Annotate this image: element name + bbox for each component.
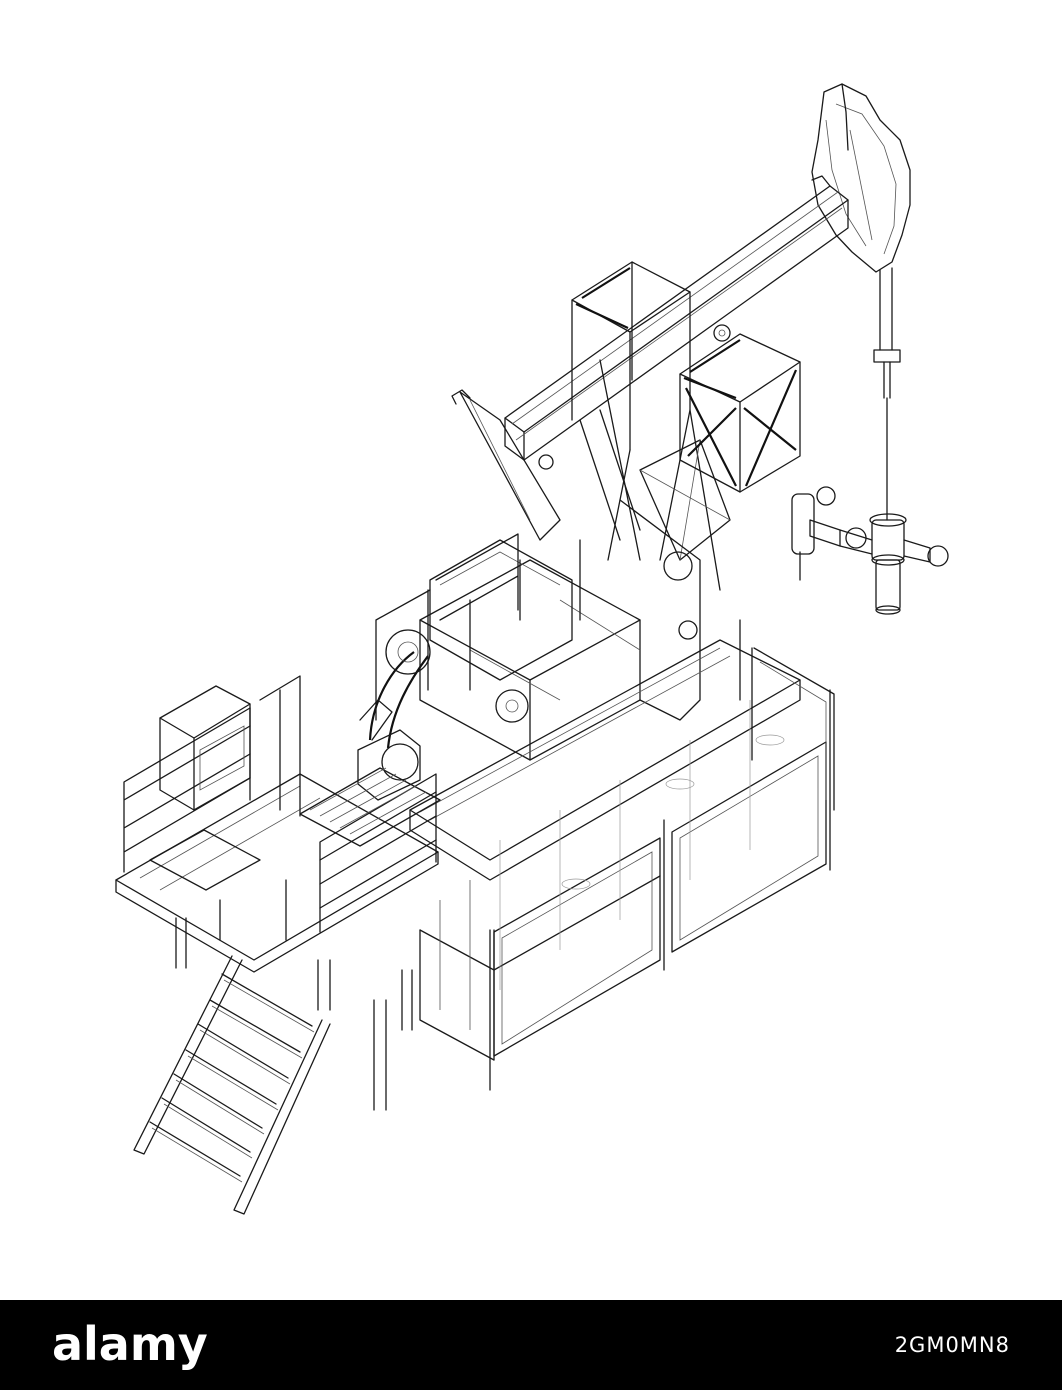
brand-logo[interactable]: alamy — [52, 1316, 272, 1374]
stairs — [133, 955, 331, 1215]
footer-bar: alamy 2GM0MN8 — [0, 1300, 1062, 1390]
bridle-rod — [873, 267, 901, 521]
wireframe-drawing — [115, 83, 949, 1215]
foundation-enclosure — [419, 647, 835, 1091]
base-frame — [409, 539, 801, 881]
horse-head — [811, 83, 911, 273]
pitman-arms — [451, 389, 641, 541]
alamy-logo-icon: alamy — [52, 1317, 208, 1371]
brand-logo-text: alamy — [52, 1317, 208, 1371]
wellhead — [791, 486, 949, 615]
image-id: 2GM0MN8 — [894, 1333, 1010, 1357]
walking-beam — [504, 175, 849, 461]
samson-post — [571, 261, 801, 591]
service-platform — [115, 533, 519, 1111]
pump-jack-wireframe — [115, 83, 949, 1215]
gearbox — [357, 499, 701, 801]
